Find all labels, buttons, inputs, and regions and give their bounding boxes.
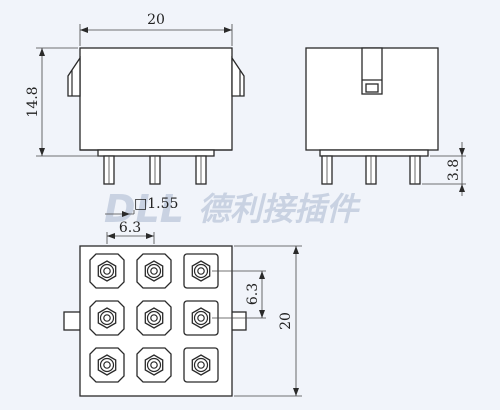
bottom-left-tab bbox=[63, 311, 83, 331]
side-latch-tab bbox=[365, 83, 379, 93]
pin-square-dimension: □1.55 bbox=[105, 196, 178, 217]
bottom-view: □1.55 6.3 6.3 20 bbox=[63, 196, 302, 397]
side-latch-channel bbox=[361, 47, 383, 95]
side-base-step bbox=[319, 149, 429, 157]
vertical-pitch-dimension: 6.3 bbox=[212, 270, 266, 319]
front-pins bbox=[103, 155, 207, 185]
front-right-latch bbox=[231, 55, 245, 97]
pin-cavity bbox=[183, 347, 219, 383]
pin-cavity bbox=[136, 347, 172, 383]
pin-cavity bbox=[183, 253, 219, 289]
front-base-step bbox=[97, 149, 215, 157]
pin-cavity bbox=[89, 253, 125, 289]
horizontal-pitch-dimension: 6.3 bbox=[106, 220, 155, 244]
side-view: 3.8 bbox=[305, 47, 466, 196]
pin-cavity bbox=[89, 300, 125, 336]
watermark-text: 德利接插件 bbox=[198, 190, 361, 228]
front-height-label: 14.8 bbox=[25, 86, 41, 117]
bottom-height-dimension: 20 bbox=[234, 245, 302, 397]
front-left-latch bbox=[67, 55, 81, 97]
pin-square-label: □1.55 bbox=[134, 196, 178, 212]
front-view: 20 14.8 bbox=[25, 12, 245, 185]
side-pin-length-dimension: 3.8 bbox=[422, 142, 466, 196]
front-width-dimension: 20 bbox=[79, 12, 233, 46]
front-height-dimension: 14.8 bbox=[25, 47, 100, 157]
side-pins bbox=[321, 155, 421, 185]
pin-cavity bbox=[183, 300, 219, 336]
pin-cavity bbox=[89, 347, 125, 383]
pin-grid bbox=[89, 253, 219, 383]
pin-cavity bbox=[136, 300, 172, 336]
side-pin-length-label: 3.8 bbox=[446, 159, 462, 181]
front-width-label: 20 bbox=[147, 12, 165, 28]
front-view-body bbox=[79, 47, 233, 151]
horizontal-pitch-label: 6.3 bbox=[119, 220, 141, 236]
pin-cavity bbox=[136, 253, 172, 289]
watermark: DLL 德利接插件 bbox=[104, 187, 361, 231]
watermark-brand: DLL bbox=[104, 187, 184, 231]
vertical-pitch-label: 6.3 bbox=[245, 283, 261, 305]
bottom-height-label: 20 bbox=[278, 312, 294, 330]
